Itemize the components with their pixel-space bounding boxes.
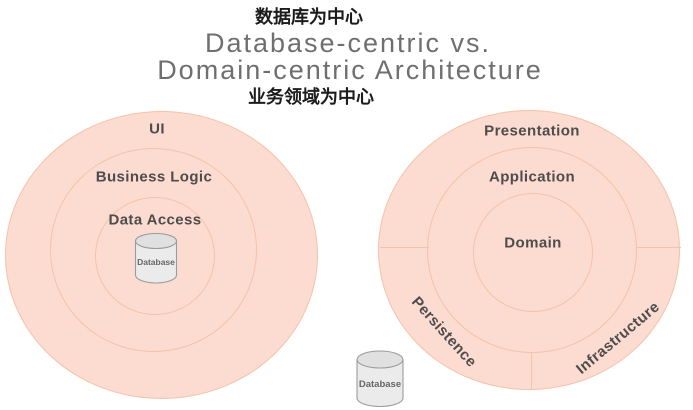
ring-label-domain: Domain <box>504 234 562 252</box>
right-inner-ring <box>473 193 593 312</box>
annotation-domain-centric: 业务领域为中心 <box>248 87 374 107</box>
database-cylinder-label: Database <box>137 257 175 267</box>
segment-divider-right <box>636 247 681 248</box>
annotation-database-centric: 数据库为中心 <box>255 7 363 27</box>
ring-label-data-access: Data Access <box>108 211 202 229</box>
ring-label-ui: UI <box>149 120 165 138</box>
database-cylinder-icon: Database <box>134 232 178 284</box>
database-cylinder-icon: Database <box>356 350 404 408</box>
page-title-line1: Database-centric vs. <box>204 28 492 58</box>
ring-label-presentation: Presentation <box>484 122 580 140</box>
segment-divider-left <box>380 247 429 248</box>
database-cylinder-label: Database <box>359 379 401 390</box>
ring-label-application: Application <box>488 168 576 186</box>
segment-divider-bottom <box>531 353 532 390</box>
page-title-line2: Domain-centric Architecture <box>157 55 543 85</box>
ring-label-business-logic: Business Logic <box>95 168 213 186</box>
